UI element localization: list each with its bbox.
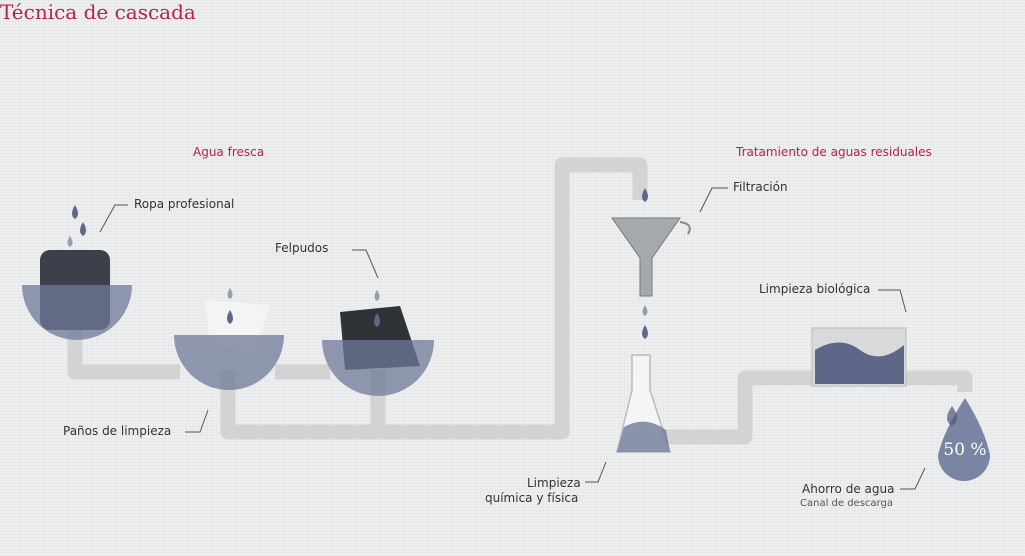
page-title: Técnica de cascada xyxy=(0,0,196,24)
pipes xyxy=(67,157,973,445)
leader-lines xyxy=(99,187,926,490)
bowl-cloths xyxy=(174,300,284,390)
bowl-workwear xyxy=(22,250,132,340)
label-saving: Ahorro de agua xyxy=(802,482,895,496)
label-drain: Canal de descarga xyxy=(800,498,893,509)
section-wastewater: Tratamiento de aguas residuales xyxy=(736,145,932,159)
bowl-mats xyxy=(322,306,434,396)
label-bio: Limpieza biológica xyxy=(759,282,871,296)
label-mats: Felpudos xyxy=(275,241,329,255)
label-filtration: Filtración xyxy=(733,180,788,194)
section-fresh-water: Agua fresca xyxy=(193,145,265,159)
label-chem-1: Limpieza xyxy=(527,476,581,490)
label-workwear: Ropa profesional xyxy=(134,197,235,211)
water-drops xyxy=(67,188,648,339)
bio-tank-icon xyxy=(811,327,907,387)
water-saving-drop xyxy=(938,398,990,481)
funnel-icon xyxy=(611,217,691,297)
label-chem-2: química y física xyxy=(485,491,579,505)
label-cloths: Paños de limpieza xyxy=(63,424,172,438)
saving-value: 50 % xyxy=(943,440,987,460)
flask-icon xyxy=(616,354,672,453)
